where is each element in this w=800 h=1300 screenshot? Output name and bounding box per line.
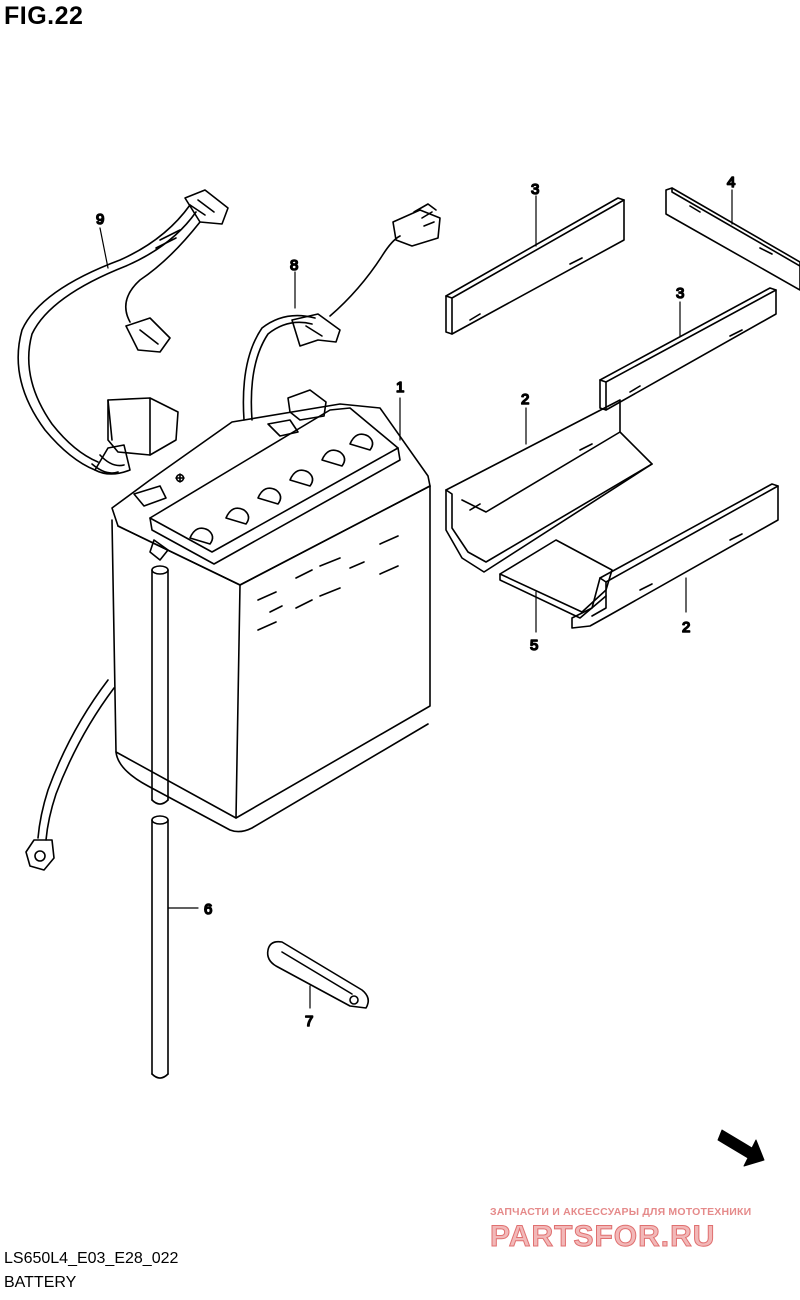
callout-9: 9 <box>96 211 104 228</box>
part-9-cable-end <box>25 679 115 871</box>
callout-6: 6 <box>204 901 212 918</box>
part-3-pad-upper <box>445 197 625 335</box>
watermark-logo: PARTSFOR.RU <box>489 1220 716 1254</box>
part-6-breather-hose <box>149 539 169 1079</box>
callout-7: 7 <box>305 1013 313 1030</box>
callout-1: 1 <box>396 379 404 396</box>
callout-8: 8 <box>290 257 298 274</box>
part-2-channel-left <box>445 399 653 573</box>
part-3-pad-lower <box>599 287 777 411</box>
callout-2-left: 2 <box>521 391 529 408</box>
callout-3-lower: 3 <box>676 285 684 302</box>
callout-leaders <box>99 189 733 1009</box>
watermark-tagline: ЗАПЧАСТИ И АКСЕССУАРЫ ДЛЯ МОТОТЕХНИКИ <box>490 1206 752 1218</box>
part-7-bracket <box>266 940 370 1009</box>
part-1-battery <box>111 389 431 833</box>
part-4-pad <box>665 187 800 291</box>
callout-3-upper: 3 <box>531 181 539 198</box>
callout-4: 4 <box>727 174 735 191</box>
drawing-name: BATTERY <box>4 1274 77 1291</box>
fwd-arrow-icon: FWD <box>717 1129 765 1167</box>
callout-5: 5 <box>530 637 538 654</box>
part-9-battery-cable <box>17 189 229 475</box>
drawing-code: LS650L4_E03_E28_022 <box>4 1250 179 1267</box>
part-8-lead-wire <box>242 203 441 421</box>
figure-title: FIG.22 <box>4 2 84 30</box>
callout-2-right: 2 <box>682 619 690 636</box>
part-2-channel-right <box>571 483 779 629</box>
